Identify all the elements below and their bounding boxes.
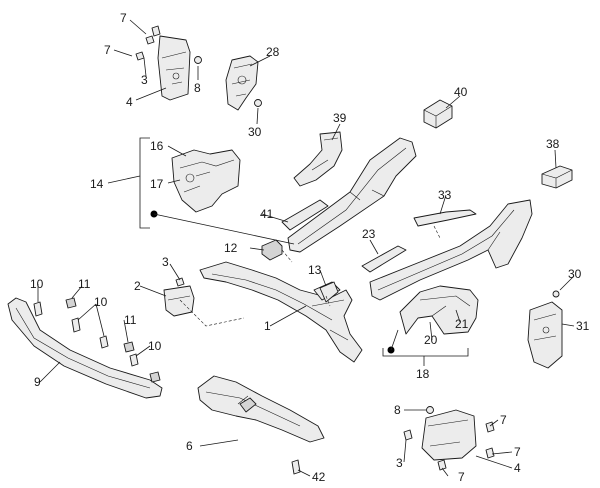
callout-label: 21 bbox=[455, 317, 469, 331]
callout-label: 7 bbox=[500, 413, 507, 427]
part-1-main-frame bbox=[199, 261, 363, 363]
callout-label: 3 bbox=[141, 73, 148, 87]
callout-label: 30 bbox=[568, 267, 582, 281]
part-9-beam bbox=[7, 297, 163, 399]
callout-label: 39 bbox=[333, 111, 347, 125]
callout-label: 28 bbox=[266, 45, 280, 59]
callout-labels: 7 7 3 4 8 28 30 39 40 38 16 14 17 41 33 … bbox=[30, 11, 590, 484]
callout-label: 7 bbox=[514, 445, 521, 459]
part-39-bracket bbox=[293, 131, 343, 187]
part-14-assembly bbox=[171, 149, 241, 213]
callout-label: 4 bbox=[514, 461, 521, 475]
callout-label: 3 bbox=[396, 456, 403, 470]
callout-label: 33 bbox=[438, 188, 452, 202]
callout-label: 6 bbox=[186, 439, 193, 453]
part-13-bracket bbox=[319, 281, 339, 303]
callout-label: 23 bbox=[362, 227, 376, 241]
part-2-bracket bbox=[163, 277, 195, 317]
part-4-bottom-bracket bbox=[403, 406, 495, 471]
part-6-crossmember bbox=[197, 375, 325, 475]
callout-label: 10 bbox=[30, 277, 44, 291]
part-lower-rail bbox=[369, 199, 533, 301]
part-38-block bbox=[541, 165, 573, 189]
callout-label: 42 bbox=[312, 470, 326, 484]
part-40-block bbox=[423, 99, 453, 129]
callout-label: 30 bbox=[248, 125, 262, 139]
callout-label: 16 bbox=[150, 139, 164, 153]
callout-label: 18 bbox=[416, 367, 430, 381]
callout-label: 4 bbox=[126, 95, 133, 109]
part-4-bracket bbox=[135, 25, 202, 101]
part-31-bracket bbox=[527, 290, 563, 369]
callout-label: 7 bbox=[458, 470, 465, 484]
part-upper-rail bbox=[281, 137, 417, 253]
callout-label: 9 bbox=[34, 375, 41, 389]
callout-label: 41 bbox=[260, 207, 274, 221]
callout-label: 40 bbox=[454, 85, 468, 99]
part-12-block bbox=[261, 239, 283, 261]
callout-label: 11 bbox=[124, 313, 137, 327]
callout-label: 12 bbox=[224, 241, 238, 255]
callout-label: 13 bbox=[308, 263, 322, 277]
callout-label: 8 bbox=[394, 403, 401, 417]
callout-label: 10 bbox=[94, 295, 108, 309]
callout-label: 31 bbox=[576, 319, 590, 333]
callout-label: 2 bbox=[134, 279, 141, 293]
callout-label: 20 bbox=[424, 333, 438, 347]
part-28-bracket bbox=[225, 55, 262, 111]
fasteners-10-11 bbox=[33, 297, 161, 383]
callout-label: 14 bbox=[90, 177, 104, 191]
leader-lines bbox=[37, 19, 575, 477]
group-brackets bbox=[139, 137, 469, 357]
callout-label: 10 bbox=[148, 339, 162, 353]
callout-label: 1 bbox=[264, 319, 271, 333]
callout-label: 8 bbox=[194, 81, 201, 95]
callout-label: 38 bbox=[546, 137, 560, 151]
part-20-21-arch bbox=[399, 285, 479, 335]
part-33-strip bbox=[413, 209, 477, 227]
part-23-plate bbox=[361, 245, 407, 273]
callout-label: 17 bbox=[150, 177, 164, 191]
callout-label: 3 bbox=[162, 255, 169, 269]
callout-label: 7 bbox=[104, 43, 111, 57]
callout-label: 11 bbox=[78, 277, 91, 291]
callout-label: 7 bbox=[120, 11, 127, 25]
